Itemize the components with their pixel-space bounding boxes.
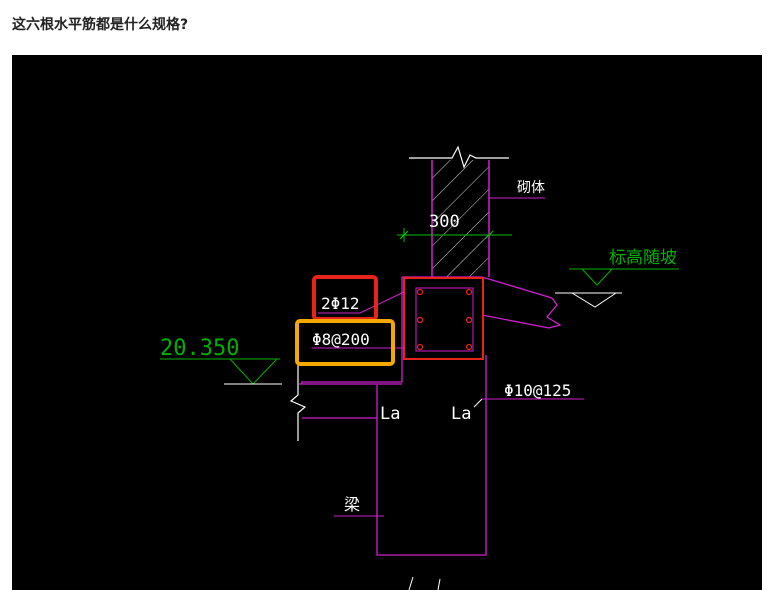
slab-rebar-group: Φ10@125 <box>473 381 584 408</box>
beam-label: 梁 <box>344 495 360 514</box>
wall-dimension: 300 <box>397 212 512 242</box>
anchor-right-label: La <box>451 404 471 424</box>
stirrup-label: Φ8@200 <box>312 330 370 349</box>
masonry-label-group: 砌体 <box>489 180 545 199</box>
elevation-value-group: 20.350 <box>160 336 282 385</box>
cad-svg: 砌体 300 标高随坡 <box>160 145 679 590</box>
wall-thickness-label: 300 <box>429 212 460 232</box>
left-break-line <box>289 361 307 441</box>
beam-label-group: 梁 <box>334 495 384 517</box>
slab-rebar-label: Φ10@125 <box>504 381 571 400</box>
elevation-note: 标高随坡 <box>609 248 677 268</box>
elevation-value: 20.350 <box>160 336 239 361</box>
question-title: 这六根水平筋都是什么规格? <box>12 17 189 33</box>
anchor-left-label: La <box>380 404 400 424</box>
masonry-label: 砌体 <box>517 180 545 196</box>
cad-drawing: 砌体 300 标高随坡 <box>12 55 762 590</box>
bottom-marks <box>408 576 441 590</box>
rebar-leaders <box>312 291 405 349</box>
top-rebar-label: 2Φ12 <box>321 294 360 313</box>
highlight-stirrup <box>295 319 395 366</box>
rebar-cage <box>403 277 484 360</box>
masonry-wall <box>409 145 509 277</box>
elevation-note-group: 标高随坡 <box>555 248 679 308</box>
